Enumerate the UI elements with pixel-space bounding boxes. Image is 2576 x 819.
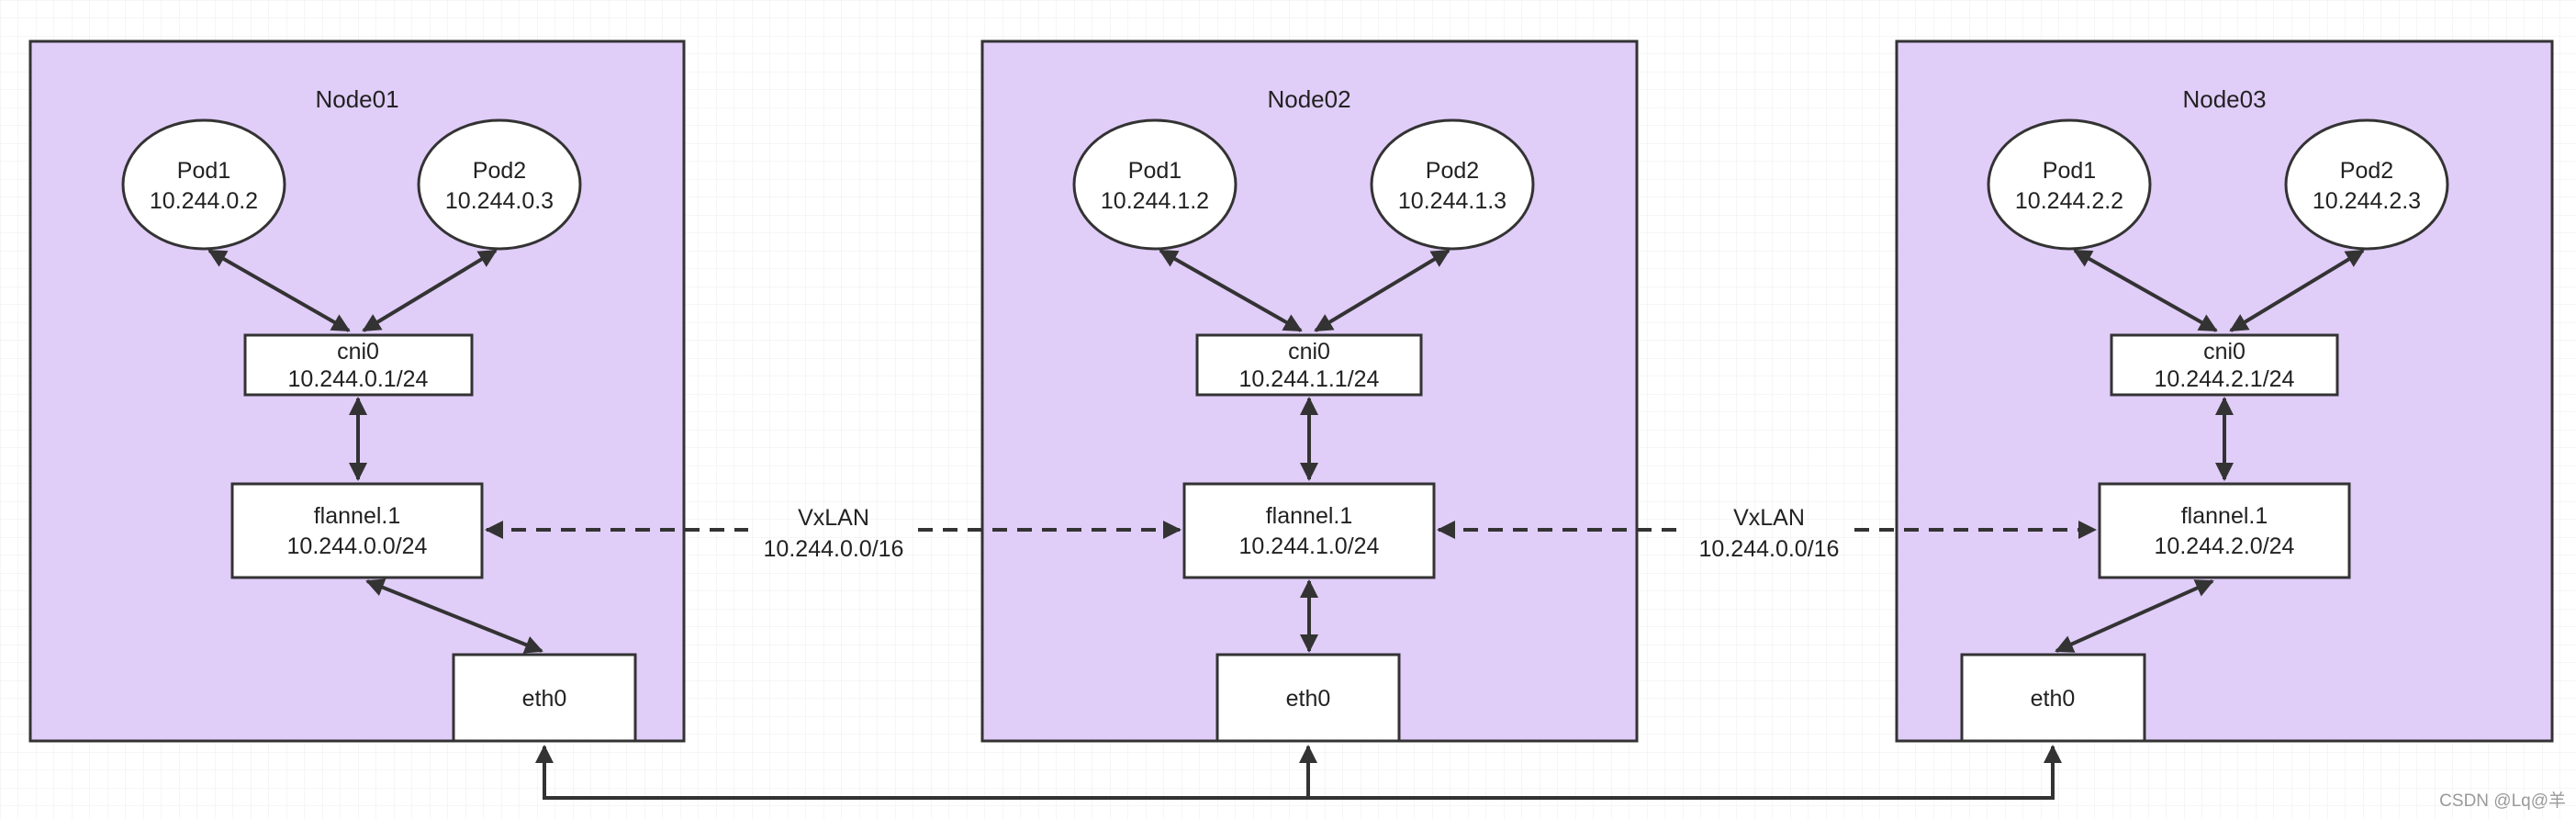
pod-shape xyxy=(1072,118,1238,251)
vxlan-label: VxLAN xyxy=(798,505,869,531)
flannel-box xyxy=(230,482,484,579)
vxlan-tunnel-2: VxLAN 10.244.0.0/16 xyxy=(1437,505,2097,562)
eth0-box xyxy=(1215,653,1401,743)
flannel-eth0-arrow xyxy=(365,578,543,654)
pod-name: Pod2 xyxy=(2340,158,2393,184)
pod-1: Pod1 10.244.1.2 xyxy=(1072,118,1238,251)
pod-name: Pod2 xyxy=(1426,158,1479,184)
pod-1: Pod1 10.244.0.2 xyxy=(121,118,286,251)
flannel-interface: flannel.1 10.244.0.0/24 xyxy=(230,482,484,579)
eth0-box xyxy=(1960,653,2146,743)
pod-2: Pod2 10.244.2.3 xyxy=(2284,118,2449,251)
pod2-cni0-arrow xyxy=(2229,249,2365,332)
pod-ip: 10.244.0.2 xyxy=(150,188,258,214)
eth0-name: eth0 xyxy=(2031,686,2076,712)
pod-name: Pod1 xyxy=(1128,158,1182,184)
cni0-cidr: 10.244.0.1/24 xyxy=(288,366,429,392)
eth0-interface: eth0 xyxy=(452,653,637,743)
flannel-name: flannel.1 xyxy=(1266,503,1353,529)
pod-ip: 10.244.0.3 xyxy=(445,188,554,214)
pod-ip: 10.244.1.3 xyxy=(1398,188,1506,214)
cni0-name: cni0 xyxy=(2203,339,2246,365)
physical-network-bus xyxy=(535,745,2062,800)
pod-ip: 10.244.2.3 xyxy=(2313,188,2421,214)
flannel-cidr: 10.244.2.0/24 xyxy=(2155,533,2295,559)
vxlan-label: VxLAN xyxy=(1733,505,1805,531)
cni0-name: cni0 xyxy=(1288,339,1330,365)
pod-2: Pod2 10.244.1.3 xyxy=(1370,118,1535,251)
flannel-cidr: 10.244.1.0/24 xyxy=(1239,533,1380,559)
pod1-cni0-arrow xyxy=(1159,249,1303,332)
eth0-box xyxy=(452,653,637,743)
cni0-bridge: cni0 10.244.0.1/24 xyxy=(243,333,474,397)
cni0-box xyxy=(2110,333,2339,397)
flannel-box xyxy=(1182,482,1436,579)
cni0-cidr: 10.244.2.1/24 xyxy=(2155,366,2295,392)
pod-ip: 10.244.1.2 xyxy=(1101,188,1209,214)
node-03: Node03 Pod1 10.244.2.2 Pod2 10.244.2.3 c… xyxy=(1895,39,2554,743)
pod-name: Pod1 xyxy=(2043,158,2096,184)
pod1-cni0-arrow xyxy=(2073,249,2218,332)
node-02: Node02 Pod1 10.244.1.2 Pod2 10.244.1.3 c… xyxy=(980,39,1639,743)
vxlan-tunnel-1: VxLAN 10.244.0.0/16 xyxy=(485,505,1182,562)
cni0-box xyxy=(243,333,474,397)
bus-line xyxy=(535,745,2062,800)
pod-ip: 10.244.2.2 xyxy=(2015,188,2123,214)
flannel-name: flannel.1 xyxy=(314,503,401,529)
cni0-bridge: cni0 10.244.2.1/24 xyxy=(2110,333,2339,397)
flannel-cidr: 10.244.0.0/24 xyxy=(287,533,428,559)
flannel-eth0-arrow xyxy=(2055,579,2214,653)
flannel-interface: flannel.1 10.244.2.0/24 xyxy=(2098,482,2351,579)
watermark: CSDN @Lq@羊 xyxy=(2439,791,2566,811)
eth0-name: eth0 xyxy=(1286,686,1331,712)
cni0-name: cni0 xyxy=(337,339,379,365)
eth0-interface: eth0 xyxy=(1960,653,2146,743)
node-title: Node01 xyxy=(315,85,398,113)
eth0-interface: eth0 xyxy=(1215,653,1401,743)
vxlan-cidr: 10.244.0.0/16 xyxy=(1699,536,1840,562)
pod-2: Pod2 10.244.0.3 xyxy=(417,118,582,251)
pod2-cni0-arrow xyxy=(1314,249,1450,332)
pod-shape xyxy=(2284,118,2449,251)
eth0-name: eth0 xyxy=(522,686,567,712)
pod-shape xyxy=(1987,118,2152,251)
flannel-name: flannel.1 xyxy=(2181,503,2268,529)
flannel-box xyxy=(2098,482,2351,579)
cni0-cidr: 10.244.1.1/24 xyxy=(1239,366,1380,392)
node-01: Node01 Pod1 10.244.0.2 Pod2 10.244.0.3 c… xyxy=(28,39,686,743)
pod-name: Pod1 xyxy=(177,158,230,184)
pod-name: Pod2 xyxy=(473,158,526,184)
pod-shape xyxy=(1370,118,1535,251)
pod-shape xyxy=(121,118,286,251)
pod-shape xyxy=(417,118,582,251)
vxlan-cidr: 10.244.0.0/16 xyxy=(764,536,904,562)
cni0-box xyxy=(1195,333,1423,397)
node-title: Node03 xyxy=(2182,85,2266,113)
cni0-bridge: cni0 10.244.1.1/24 xyxy=(1195,333,1423,397)
node-title: Node02 xyxy=(1267,85,1350,113)
pod-1: Pod1 10.244.2.2 xyxy=(1987,118,2152,251)
pod2-cni0-arrow xyxy=(362,249,498,332)
pod1-cni0-arrow xyxy=(207,249,351,332)
flannel-interface: flannel.1 10.244.1.0/24 xyxy=(1182,482,1436,579)
